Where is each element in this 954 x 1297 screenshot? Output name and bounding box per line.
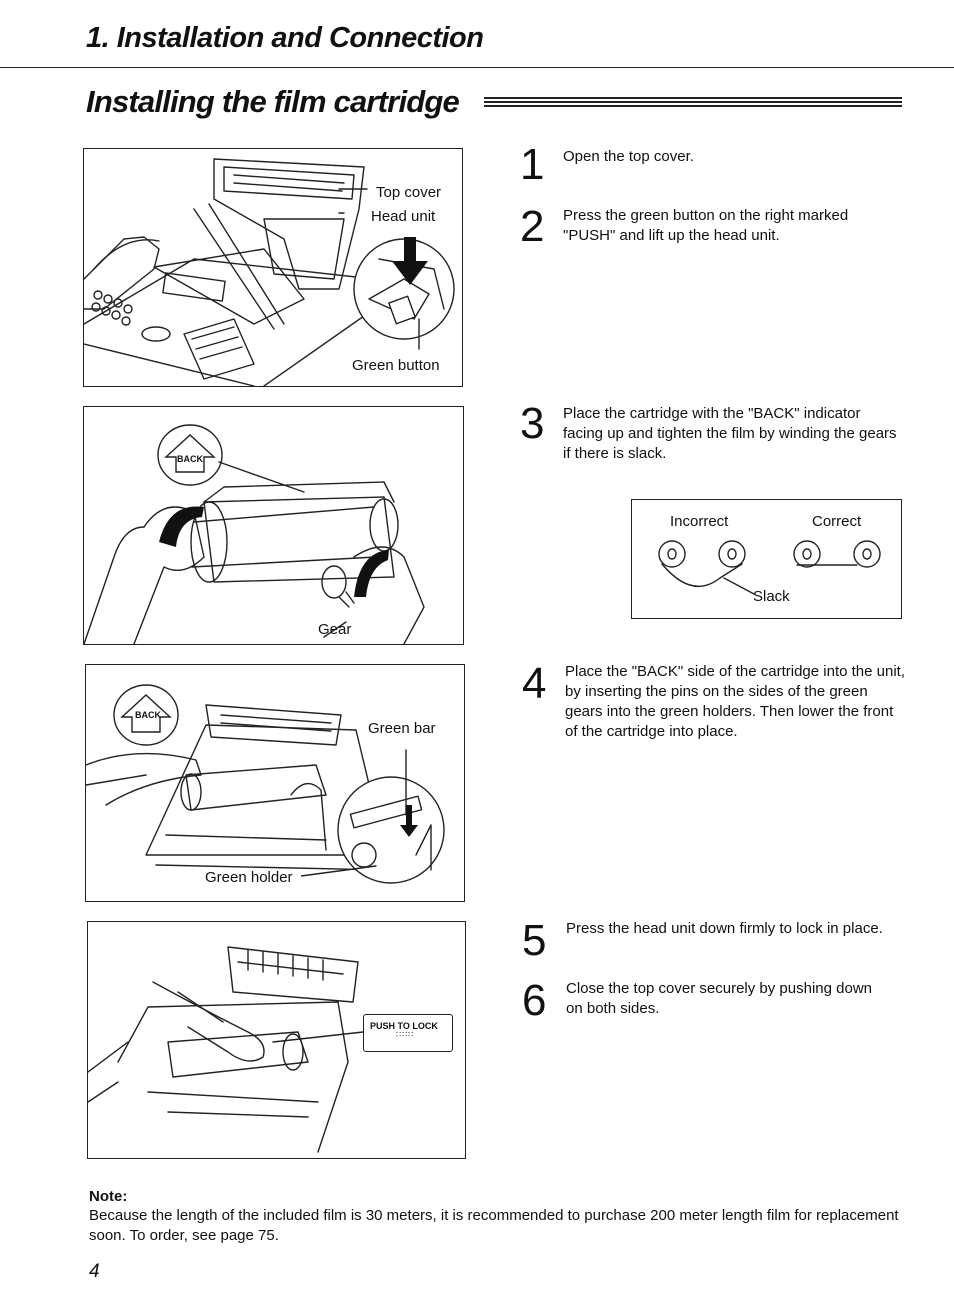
section-title-rules: [484, 97, 902, 109]
note-text: Because the length of the included film …: [89, 1207, 899, 1244]
figure-insert-cartridge: BACK Green bar Green holder: [85, 664, 465, 902]
step-3-number: 3: [520, 399, 545, 448]
lock-dots-icon: ∷∷∷: [396, 1030, 415, 1039]
label-correct: Correct: [812, 513, 862, 530]
label-incorrect: Incorrect: [670, 513, 729, 530]
label-top-cover: Top cover: [376, 184, 442, 201]
fax-machine-open-illustration: [84, 158, 455, 386]
section-title: Installing the film cartridge: [86, 84, 460, 119]
step-4-text: Place the "BACK" side of the cartridge i…: [565, 663, 906, 740]
step-6-number: 6: [522, 976, 547, 1025]
head-unit-lock-illustration: [88, 946, 364, 1153]
push-to-lock-callout: PUSH TO LOCK ∷∷∷: [363, 1014, 453, 1052]
label-green-holder: Green holder: [205, 869, 293, 886]
note-title: Note:: [89, 1188, 128, 1205]
label-head-unit: Head unit: [371, 208, 436, 225]
chapter-divider: [0, 67, 954, 68]
step-5-text: Press the head unit down firmly to lock …: [566, 920, 883, 937]
label-green-bar: Green bar: [368, 720, 436, 737]
leader-line-green-holder: [301, 865, 377, 877]
back-indicator-label: BACK: [135, 710, 161, 720]
step-2-number: 2: [520, 202, 545, 251]
step-1-number: 1: [520, 140, 545, 189]
figure-push-to-lock: PUSH TO LOCK ∷∷∷: [87, 921, 466, 1159]
film-cartridge-illustration: [84, 424, 425, 644]
step-6-text: Close the top cover securely by pushing …: [566, 980, 873, 1017]
chapter-title: 1. Installation and Connection: [86, 22, 484, 54]
slack-diagram: Incorrect Correct Slack: [631, 499, 902, 619]
label-slack: Slack: [753, 588, 790, 605]
step-3-text: Place the cartridge with the "BACK" indi…: [563, 405, 897, 462]
step-4-number: 4: [522, 659, 547, 708]
figure-open-top-cover: Top cover Head unit Green button: [83, 148, 463, 387]
film-slack-illustration: [658, 540, 881, 595]
push-to-lock-label: PUSH TO LOCK: [370, 1021, 438, 1031]
figure-place-cartridge: BACK Gear: [83, 406, 464, 645]
page-number: 4: [89, 1261, 100, 1282]
step-1-text: Open the top cover.: [563, 148, 694, 165]
step-5-number: 5: [522, 916, 547, 965]
label-gear: Gear: [318, 621, 352, 638]
step-2-text: Press the green button on the right mark…: [563, 207, 849, 244]
label-green-button: Green button: [352, 357, 440, 374]
cartridge-insertion-illustration: [86, 684, 445, 884]
back-indicator-label: BACK: [177, 454, 203, 464]
